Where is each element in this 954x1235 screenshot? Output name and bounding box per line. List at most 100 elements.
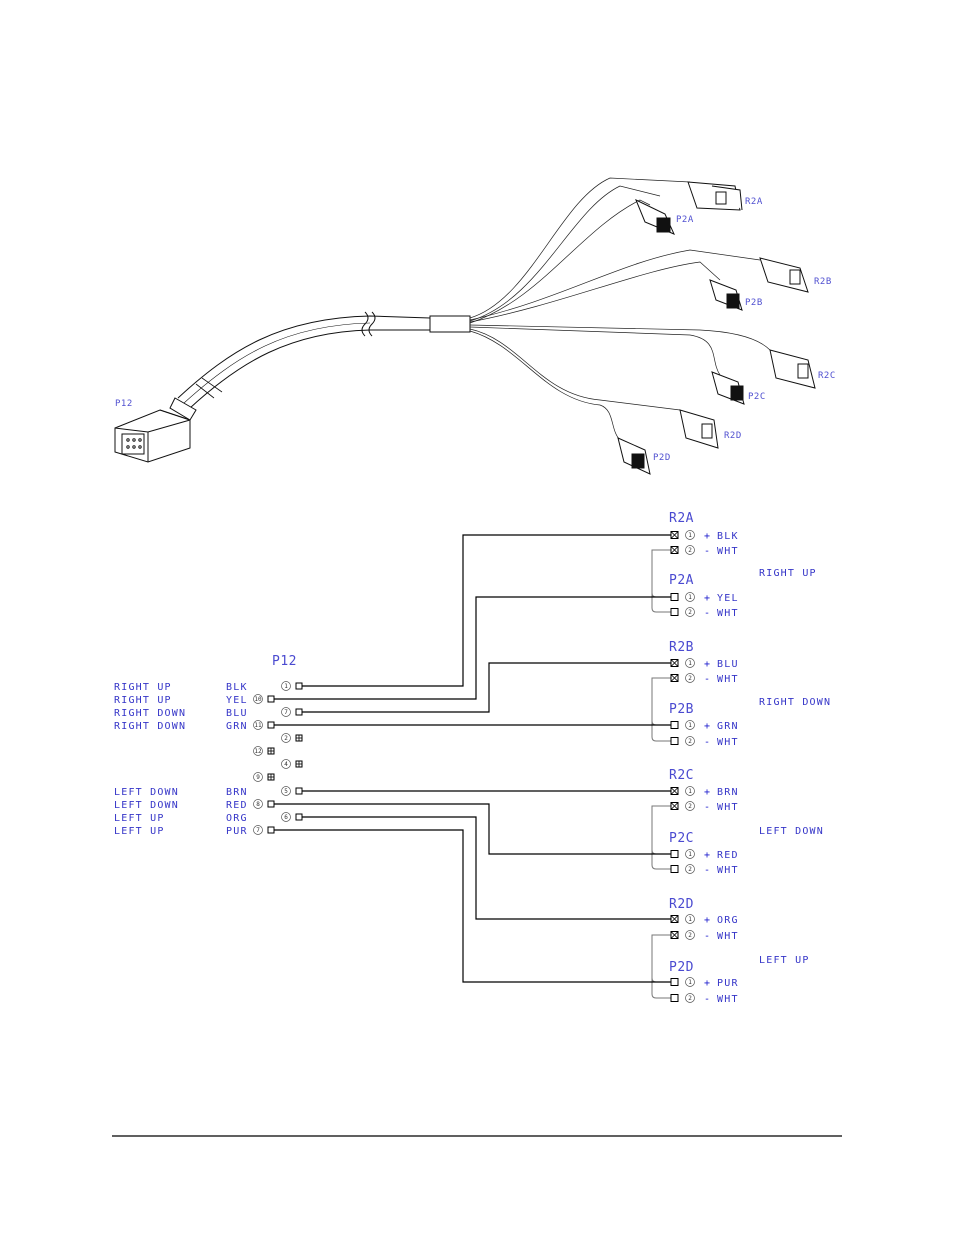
connector-title: P2C [669,831,694,846]
left-function-label: LEFT DOWN [114,787,179,798]
pin-number: 2 [688,675,692,682]
p2b-connector-drawing [709,279,743,311]
pin-circle [685,864,695,874]
pin-wire-color: WHT [717,546,739,557]
harness-drawing: P12 R2A P2A R2B P2B R2C P2C R2D P2D [114,177,835,475]
pin-number: 1 [284,683,288,690]
pin-number: 4 [284,761,288,768]
left-function-label: LEFT DOWN [114,800,179,811]
connector-title: R2B [669,640,694,655]
pin-wire-color: ORG [717,915,739,926]
pin-number: 2 [688,932,692,939]
pin-wire-color: YEL [717,593,739,604]
connector-title: R2C [669,768,694,783]
pin-circle [685,977,695,987]
p12-connector-drawing [114,397,197,463]
signal-wire [302,816,671,920]
left-wire-color-label: BLU [226,708,248,719]
r2a-connector-drawing [687,181,743,211]
pin-number: 1 [688,788,692,795]
pin-number: 5 [284,788,288,795]
left-wire-color-label: BLK [226,682,248,693]
pin-polarity: + [704,721,711,732]
pin-number: 1 [688,660,692,667]
pin-terminal-box [670,737,679,745]
pin-polarity: - [704,737,711,748]
p2c-drawing-label: P2C [748,392,766,402]
left-wire-color-label: BRN [226,787,248,798]
pin-polarity: - [704,674,711,685]
right-connector-column: R2A1+BLK2-WHTP2A1+YEL2-WHTR2B1+BLU2-WHTP… [669,511,739,1005]
pin-number: 12 [254,748,262,755]
connector-title: R2A [669,511,694,526]
p12-schematic-title: P12 [272,654,297,669]
p12-pin: 7 [281,707,303,717]
pin-number: 1 [688,916,692,923]
pin-terminal-box [267,800,275,808]
pin-socket-mark [670,787,679,795]
pin-socket-mark [670,931,679,939]
pin-wire-color: RED [717,850,739,861]
p12-pin: 2 [281,733,303,743]
group-label: RIGHT DOWN [759,697,831,708]
pin-polarity: - [704,994,711,1005]
left-function-label: LEFT UP [114,813,165,824]
pin-number: 1 [688,851,692,858]
p12-pin: 4 [281,759,303,769]
left-function-label: RIGHT UP [114,682,172,693]
pin-circle [685,914,695,924]
pin-circle [281,707,291,717]
ground-jumper [651,934,671,999]
signal-wire [274,829,671,983]
pin-terminal-box [670,994,679,1002]
pin-number: 1 [688,594,692,601]
pin-terminal-box [670,865,679,873]
pin-circle [685,530,695,540]
pin-circle [281,812,291,822]
pin-wire-color: GRN [717,721,739,732]
pin-terminal-box [295,682,303,690]
group-label: LEFT DOWN [759,826,824,837]
pin-circle [253,694,263,704]
pin-circle [685,720,695,730]
pin-terminal-box [670,721,679,729]
ground-jumper [651,805,671,870]
left-wire-color-label: ORG [226,813,248,824]
p2a-connector-drawing [635,198,675,235]
pin-circle [253,720,263,730]
pin-polarity: - [704,802,711,813]
left-wire-color-label: PUR [226,826,248,837]
pin-terminal-box [295,708,303,716]
p12-pin: 5 [281,786,303,796]
pin-polarity: + [704,659,711,670]
r2d-connector-drawing [679,409,719,449]
pin-number: 10 [254,696,262,703]
pin-number: 8 [256,801,260,808]
pin-number: 2 [688,995,692,1002]
connector-title: P2A [669,573,694,588]
pin-terminal-box [670,608,679,616]
pin-wire-color: PUR [717,978,739,989]
signal-wire [274,596,671,700]
pin-circle [685,607,695,617]
connector-title: P2D [669,960,694,975]
pin-circle [685,993,695,1003]
pin-socket-mark [670,659,679,667]
pin-terminal-box [267,695,275,703]
pin-circle [281,733,291,743]
connector-title: R2D [669,897,694,912]
pin-polarity: + [704,850,711,861]
pin-terminal-box [295,813,303,821]
p12-pin: 10 [253,694,275,704]
pin-terminal-box [267,721,275,729]
pin-circle [685,592,695,602]
pin-circle [685,801,695,811]
pin-socket-mark [670,546,679,554]
pin-wire-color: WHT [717,674,739,685]
